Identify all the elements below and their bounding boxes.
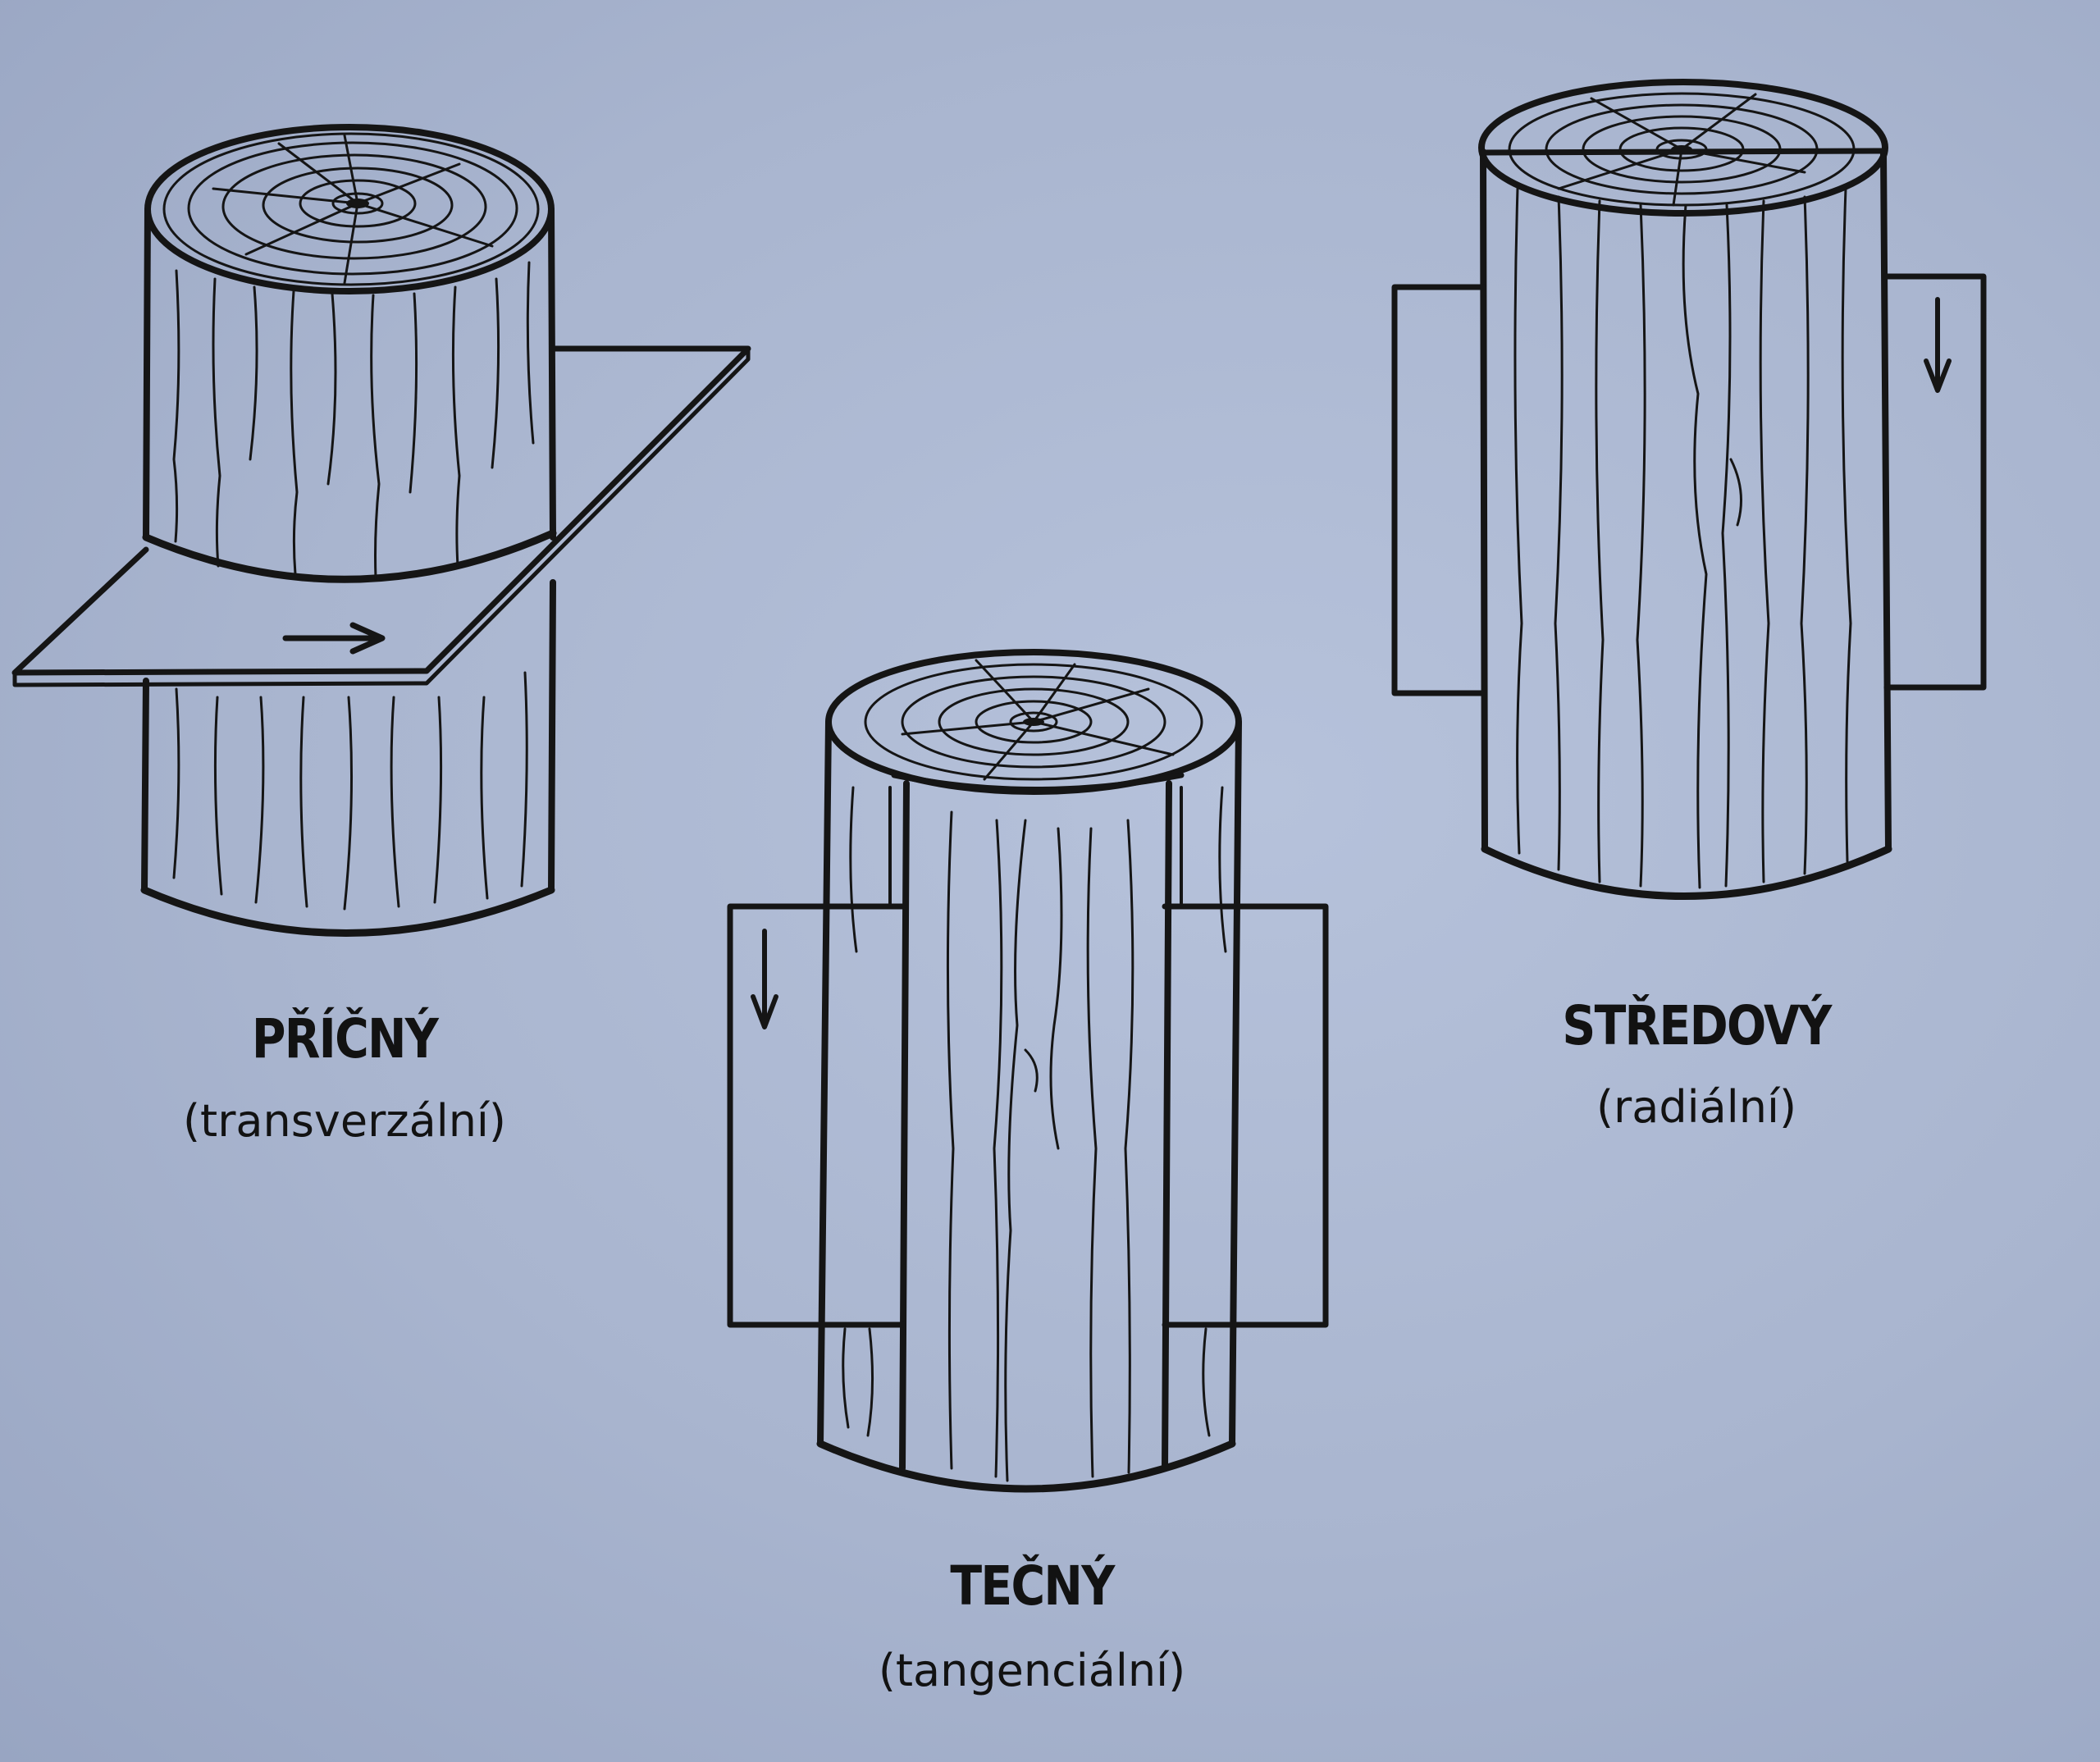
growth-rings-tangential xyxy=(864,659,1203,781)
arrow-down-icon-radial xyxy=(1924,297,1952,393)
side-plane-left-tangential xyxy=(727,903,906,1328)
label-transverse-subtitle: (transverzální) xyxy=(182,1095,507,1147)
log-radial xyxy=(1391,79,1987,900)
log-tangential xyxy=(727,649,1329,1493)
side-plane-right-tangential xyxy=(1162,903,1329,1328)
arrow-right-icon xyxy=(282,622,386,655)
arrow-down-icon-tangential xyxy=(751,929,778,1029)
label-radial-subtitle: (radiální) xyxy=(1596,1081,1797,1133)
log-transverse xyxy=(140,124,557,937)
growth-rings-transverse xyxy=(162,132,540,286)
growth-rings-radial xyxy=(1508,92,1856,207)
label-tangential-title: TEČNÝ xyxy=(950,1554,1115,1618)
side-plane-left-radial xyxy=(1391,284,1488,696)
cutting-plane-transverse xyxy=(11,345,751,687)
label-radial-title: STŘEDOVÝ xyxy=(1562,994,1832,1057)
side-plane-right-radial xyxy=(1882,273,1987,691)
bark-grain-transverse xyxy=(172,261,535,911)
label-transverse-title: PŘÍČNÝ xyxy=(251,1007,439,1070)
label-tangential-subtitle: (tangenciální) xyxy=(878,1645,1186,1696)
bark-grain-radial xyxy=(1513,187,1852,889)
bark-grain-tangential xyxy=(842,786,1227,1482)
